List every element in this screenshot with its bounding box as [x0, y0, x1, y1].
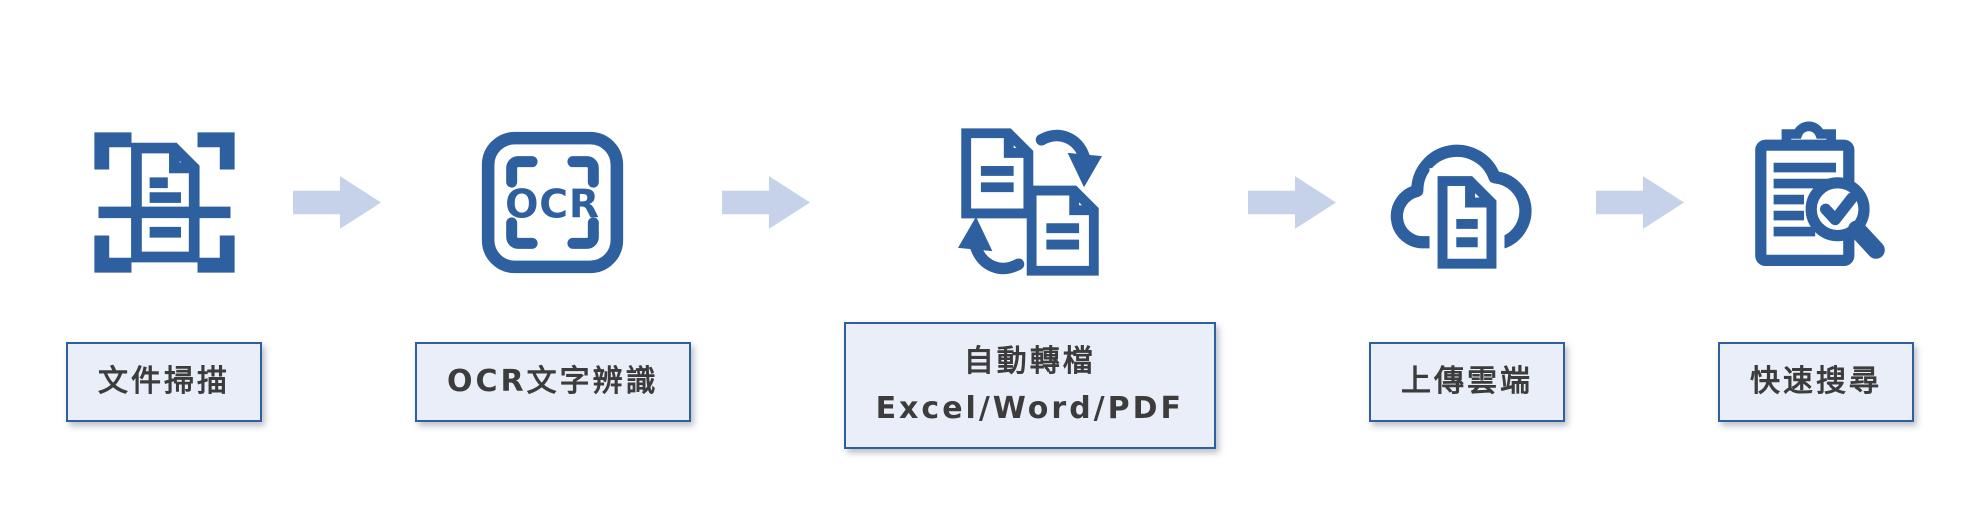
scan-document-icon [93, 131, 235, 273]
step-label-wrap: 文件掃描 [66, 322, 262, 442]
step-label-text: 自動轉檔 [963, 344, 1096, 379]
flow-arrow-icon [1596, 175, 1685, 229]
flow-arrow-icon [293, 82, 383, 322]
search-clipboard-icon [1732, 82, 1900, 322]
step-label-wrap: 自動轉檔 Excel/Word/PDF [843, 322, 1217, 449]
search-clipboard-icon [1755, 121, 1885, 266]
step-label-wrap: 快速搜尋 [1717, 322, 1914, 442]
step-label-text: 文件掃描 [98, 363, 230, 399]
step-label-document-scan: 文件掃描 [66, 341, 262, 423]
cloud-upload-icon [1390, 144, 1532, 277]
flow-arrow-icon [722, 82, 812, 322]
flow-arrow-icon [1247, 82, 1338, 322]
ocr-frame-icon: OCR [474, 82, 631, 322]
step-label-text: OCR文字辨識 [446, 363, 659, 399]
step-label-wrap: OCR文字辨識 [414, 322, 691, 442]
scan-document-icon [82, 82, 247, 322]
step-cloud-upload: 上傳雲端 [1369, 82, 1565, 442]
step-quick-search: 快速搜尋 [1717, 82, 1914, 442]
flow-arrow-icon [1247, 175, 1336, 229]
step-auto-convert: 自動轉檔 Excel/Word/PDF [843, 82, 1217, 449]
step-label-ocr: OCR文字辨識 [414, 341, 691, 423]
step-document-scan: 文件掃描 [66, 82, 262, 442]
flow-arrow-icon [293, 175, 382, 229]
flow-arrow-icon [722, 175, 811, 229]
step-label-text: 上傳雲端 [1401, 363, 1533, 399]
step-label-quick-search: 快速搜尋 [1717, 341, 1914, 423]
step-ocr-recognition: OCR OCR文字辨識 [414, 82, 691, 442]
cloud-upload-icon [1375, 82, 1559, 322]
step-label-text-line2: Excel/Word/PDF [875, 390, 1185, 426]
ocr-frame-icon: OCR [482, 131, 624, 273]
file-convert-icon [940, 82, 1120, 322]
ocr-icon-text: OCR [505, 182, 600, 227]
step-label-cloud-upload: 上傳雲端 [1369, 341, 1565, 423]
step-label-auto-convert: 自動轉檔 Excel/Word/PDF [843, 322, 1217, 449]
file-convert-icon [957, 128, 1102, 276]
step-label-text: 快速搜尋 [1749, 363, 1882, 399]
step-label-wrap: 上傳雲端 [1369, 322, 1565, 442]
flow-arrow-icon [1596, 82, 1686, 322]
